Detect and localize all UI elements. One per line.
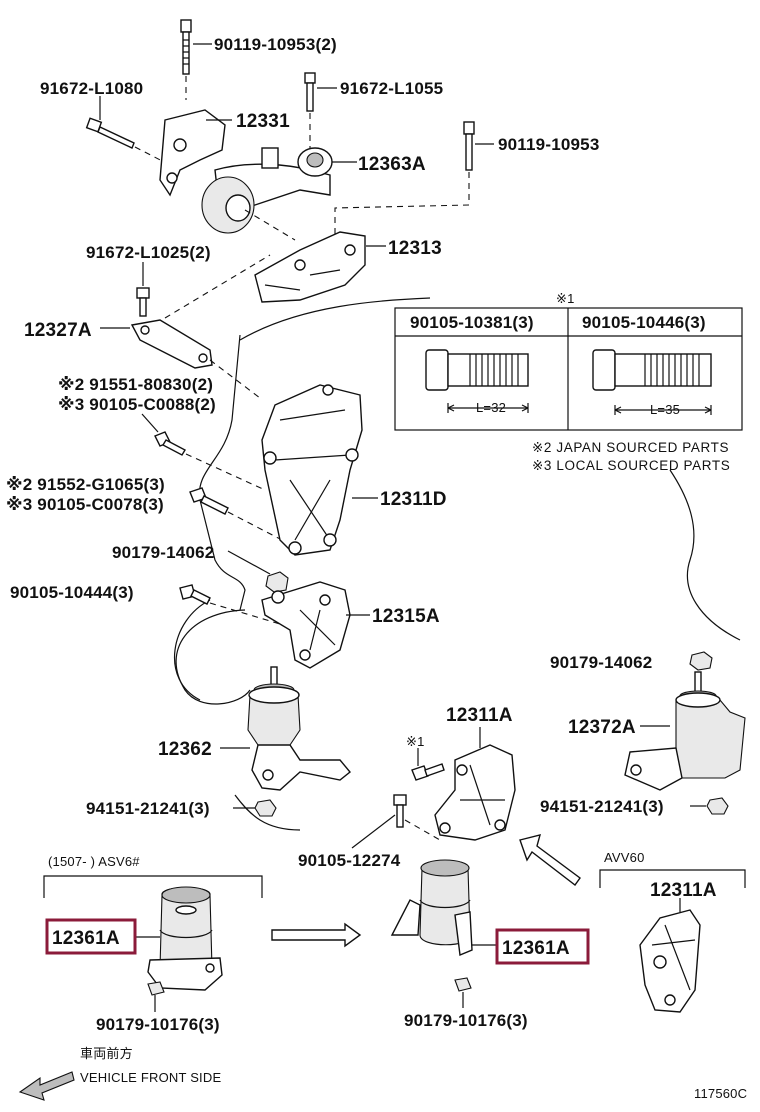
bolt-table <box>394 307 743 431</box>
bolt-90119-10953-top-icon <box>180 19 192 75</box>
label-12361A-right: 12361A <box>502 938 570 959</box>
mount-12361A-left-icon <box>147 886 223 991</box>
label-mark1-mid: ※1 <box>406 734 425 749</box>
highlight-12361A-left <box>45 918 137 955</box>
table-len1: L=32 <box>476 400 506 415</box>
table-col1-header: 90105-10381(3) <box>410 313 534 332</box>
label-91551-80830: ※2 91551-80830(2) <box>58 375 213 394</box>
bolt-91551-icon <box>154 431 186 456</box>
vehicle-front-arrow-icon <box>18 1071 75 1101</box>
label-12327A: 12327A <box>24 320 92 341</box>
label-90179-10176-right: 90179-10176(3) <box>404 1011 528 1030</box>
transmission-outline <box>175 609 251 705</box>
label-90105-C0088: ※3 90105-C0088(2) <box>58 395 216 414</box>
label-12362: 12362 <box>158 739 212 760</box>
label-90105-10444: 90105-10444(3) <box>10 583 134 602</box>
bolt-90105-10446-icon <box>592 349 712 415</box>
bracket-range-right <box>599 869 746 888</box>
engine-outline <box>174 297 741 831</box>
bolt-91672-L1025-icon <box>136 287 150 317</box>
label-12311A-mid: 12311A <box>446 705 513 726</box>
label-mark1-top: ※1 <box>556 291 575 306</box>
bracket-12315A-icon <box>261 581 351 669</box>
label-code: 117560C <box>694 1086 747 1101</box>
label-12361A-left: 12361A <box>52 928 120 949</box>
label-avv60: AVV60 <box>604 850 645 865</box>
nut-90179-10176-right-icon <box>454 977 472 992</box>
bolt-91672-L1055-icon <box>304 72 316 112</box>
nut-90179-10176-left-icon <box>147 981 165 996</box>
bolt-91552-icon <box>189 487 229 515</box>
label-94151-left: 94151-21241(3) <box>86 799 210 818</box>
label-front-jp: 車両前方 <box>80 1046 133 1061</box>
bolt-90105-10381-icon <box>425 349 529 413</box>
highlight-12361A-right <box>495 928 590 965</box>
label-91672-L1080: 91672-L1080 <box>40 79 143 98</box>
bolt-90119-10953-right-icon <box>463 121 475 171</box>
label-91552-G1065: ※2 91552-G1065(3) <box>6 475 165 494</box>
bracket-12313-icon <box>254 231 366 303</box>
bolt-91672-L1080-icon <box>85 117 135 149</box>
arrow-right-icon <box>271 922 362 948</box>
arrow-diagonal-icon <box>519 834 581 886</box>
label-90105-12274: 90105-12274 <box>298 851 401 870</box>
label-90179-14062-right: 90179-14062 <box>550 653 652 672</box>
mount-12362-icon <box>247 666 351 791</box>
label-90179-10176-left: 90179-10176(3) <box>96 1015 220 1034</box>
bracket-range-left <box>43 875 263 898</box>
bolt-90105-12274-icon <box>393 794 407 828</box>
nut-90179-14062-right-icon <box>689 651 713 671</box>
mount-12372A-icon <box>624 671 746 791</box>
label-90179-14062-left: 90179-14062 <box>112 543 214 562</box>
label-12363A: 12363A <box>358 154 426 175</box>
note-local: ※3 LOCAL SOURCED PARTS <box>532 458 730 473</box>
label-12313: 12313 <box>388 238 442 259</box>
label-12331: 12331 <box>236 111 290 132</box>
bolt-mark1-mid-icon <box>411 763 445 781</box>
label-12315A: 12315A <box>372 606 440 627</box>
nut-94151-right-icon <box>706 797 729 815</box>
torque-rod-12363A-icon <box>201 147 333 234</box>
nut-94151-left-icon <box>254 799 277 817</box>
mount-12361A-right-icon <box>390 859 473 957</box>
bracket-12311A-right-icon <box>639 909 701 1013</box>
label-12311A-right: 12311A <box>650 880 717 901</box>
label-range-left: (1507- ) ASV6# <box>48 854 140 869</box>
label-90105-C0078: ※3 90105-C0078(3) <box>6 495 164 514</box>
bolt-90105-10444-icon <box>179 584 211 605</box>
bracket-12331-icon <box>159 109 226 197</box>
label-12372A: 12372A <box>568 717 636 738</box>
label-90119-10953: 90119-10953 <box>498 135 599 154</box>
label-91672-L1025-2: 91672-L1025(2) <box>86 243 211 262</box>
label-91672-L1055: 91672-L1055 <box>340 79 443 98</box>
table-len2: L=35 <box>650 402 680 417</box>
stay-12327A-icon <box>130 319 213 369</box>
label-90119-10953-2: 90119-10953(2) <box>214 35 337 54</box>
note-japan: ※2 JAPAN SOURCED PARTS <box>532 440 729 455</box>
table-col2-header: 90105-10446(3) <box>582 313 706 332</box>
label-12311D: 12311D <box>380 489 447 510</box>
bracket-12311D-icon <box>261 384 363 556</box>
bracket-12311A-mid-icon <box>434 744 516 841</box>
nut-90179-14062-left-icon <box>265 571 289 593</box>
label-94151-right: 94151-21241(3) <box>540 797 664 816</box>
label-front-en: VEHICLE FRONT SIDE <box>80 1070 221 1085</box>
